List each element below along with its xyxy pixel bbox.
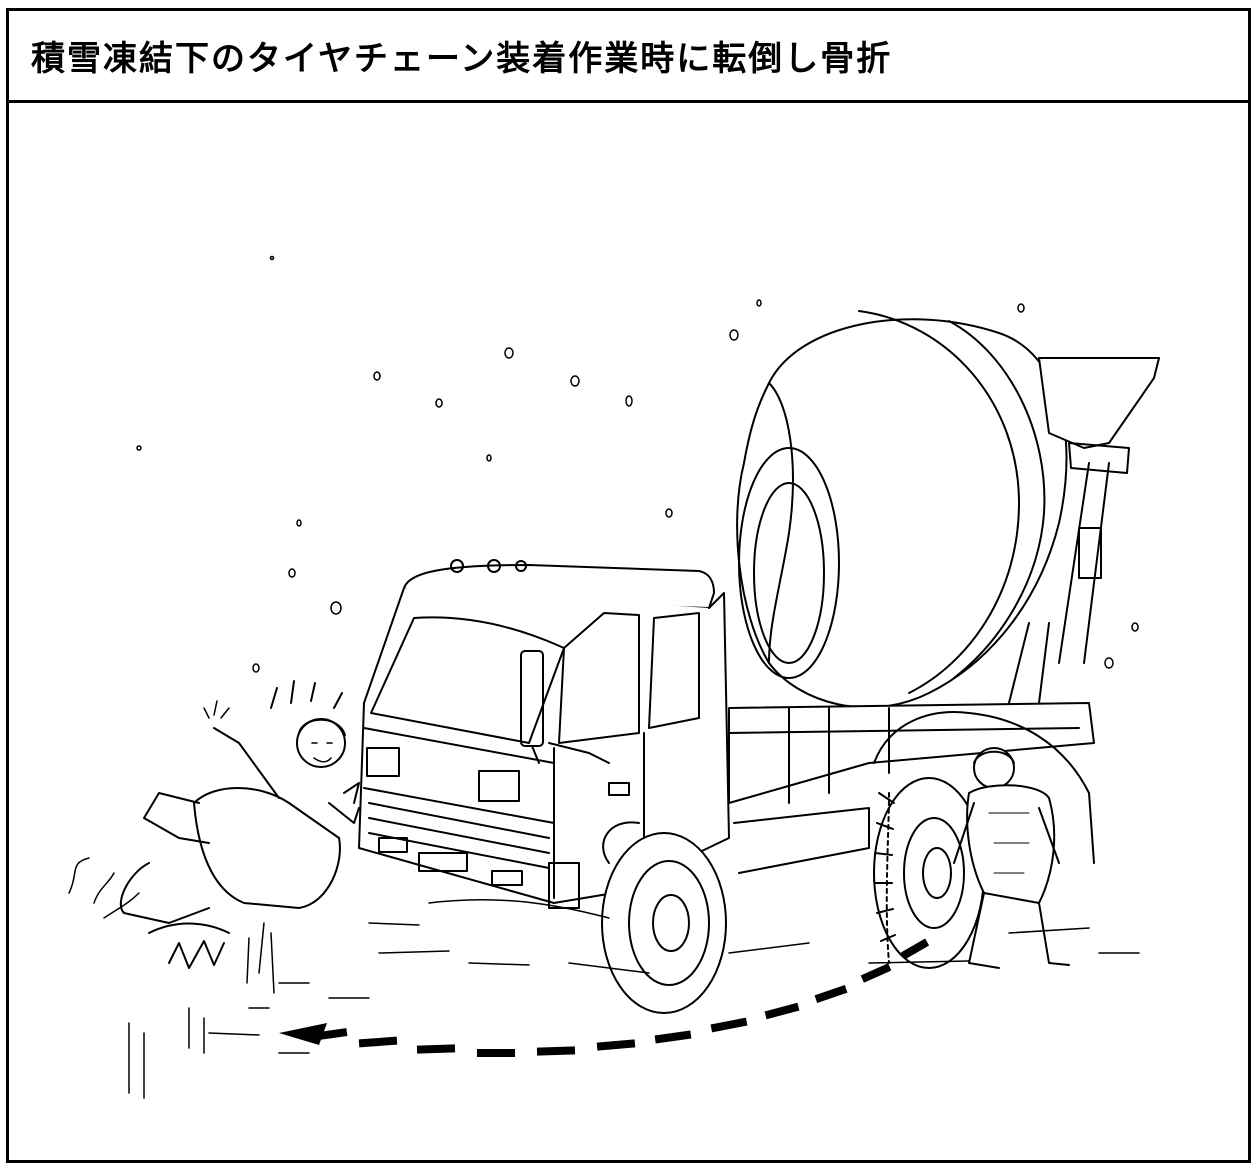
mixer-drum <box>736 310 1160 709</box>
motion-arrow <box>279 938 930 1057</box>
scene-svg <box>68 255 1160 1099</box>
fallen-worker <box>68 680 360 1099</box>
front-wheel <box>601 821 727 1014</box>
illustration-frame: 積雪凍結下のタイヤチェーン装着作業時に転倒し骨折 <box>6 8 1251 1163</box>
illustration-area <box>9 103 1248 1160</box>
title-bar: 積雪凍結下のタイヤチェーン装着作業時に転倒し骨折 <box>9 11 1248 103</box>
truck-chassis <box>728 702 1095 874</box>
ground-lines <box>208 898 1140 1054</box>
kneeling-worker <box>953 747 1070 969</box>
page-title: 積雪凍結下のタイヤチェーン装着作業時に転倒し骨折 <box>31 39 893 79</box>
mixer-truck-cab <box>358 559 730 909</box>
